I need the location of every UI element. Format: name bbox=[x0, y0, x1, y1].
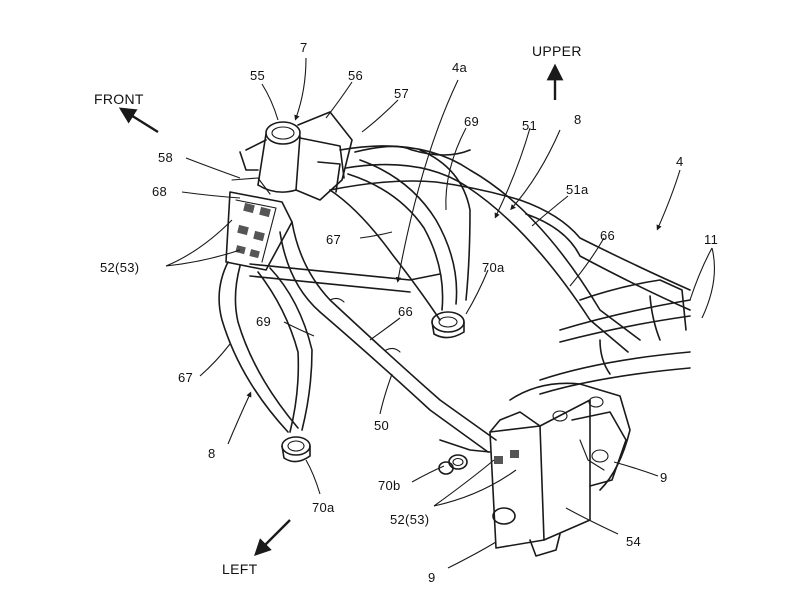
direction-arrows bbox=[118, 63, 564, 556]
label-7: 7 bbox=[300, 40, 308, 55]
label-52-53-bottom: 52(53) bbox=[390, 512, 429, 527]
label-upper: UPPER bbox=[532, 43, 582, 59]
frame-drawing bbox=[218, 111, 691, 557]
label-56: 56 bbox=[348, 68, 363, 83]
label-51: 51 bbox=[522, 118, 537, 133]
main-upper-tubes bbox=[329, 145, 691, 353]
label-52-53-left: 52(53) bbox=[100, 260, 139, 275]
label-68: 68 bbox=[152, 184, 167, 199]
down-tube-66 bbox=[279, 221, 497, 453]
label-69-top: 69 bbox=[464, 114, 479, 129]
head-pipe bbox=[257, 121, 301, 193]
label-9-right: 9 bbox=[660, 470, 668, 485]
label-8-left: 8 bbox=[208, 446, 216, 461]
cross-member bbox=[249, 189, 441, 321]
label-55: 55 bbox=[250, 68, 265, 83]
label-66-mid: 66 bbox=[398, 304, 413, 319]
label-left: LEFT bbox=[222, 561, 258, 577]
left-arrow bbox=[254, 519, 291, 556]
label-67-left: 67 bbox=[178, 370, 193, 385]
pivot-plates bbox=[489, 382, 631, 557]
label-front: FRONT bbox=[94, 91, 144, 107]
label-11: 11 bbox=[704, 232, 718, 247]
right-down-tubes bbox=[347, 149, 471, 339]
label-4a: 4a bbox=[452, 60, 468, 75]
label-57: 57 bbox=[394, 86, 409, 101]
label-67-mid: 67 bbox=[326, 232, 341, 247]
label-69-left: 69 bbox=[256, 314, 271, 329]
label-66-right: 66 bbox=[600, 228, 615, 243]
leader-lines bbox=[165, 57, 715, 569]
label-4: 4 bbox=[676, 154, 684, 169]
callout-labels: FRONT UPPER LEFT 7 55 56 57 4a 69 51 8 4… bbox=[94, 40, 718, 585]
label-50: 50 bbox=[374, 418, 389, 433]
label-9-bottom: 9 bbox=[428, 570, 436, 585]
label-54: 54 bbox=[626, 534, 641, 549]
left-down-tubes bbox=[218, 261, 313, 463]
label-8-top: 8 bbox=[574, 112, 582, 127]
seat-rails bbox=[539, 279, 691, 395]
front-arrow bbox=[118, 107, 159, 134]
head-gusset bbox=[239, 111, 353, 201]
label-70b: 70b bbox=[378, 478, 401, 493]
front-engine-bracket bbox=[225, 177, 293, 271]
label-70a-bottom: 70a bbox=[312, 500, 335, 515]
label-58: 58 bbox=[158, 150, 173, 165]
label-51a: 51a bbox=[566, 182, 589, 197]
label-70a-mid: 70a bbox=[482, 260, 505, 275]
